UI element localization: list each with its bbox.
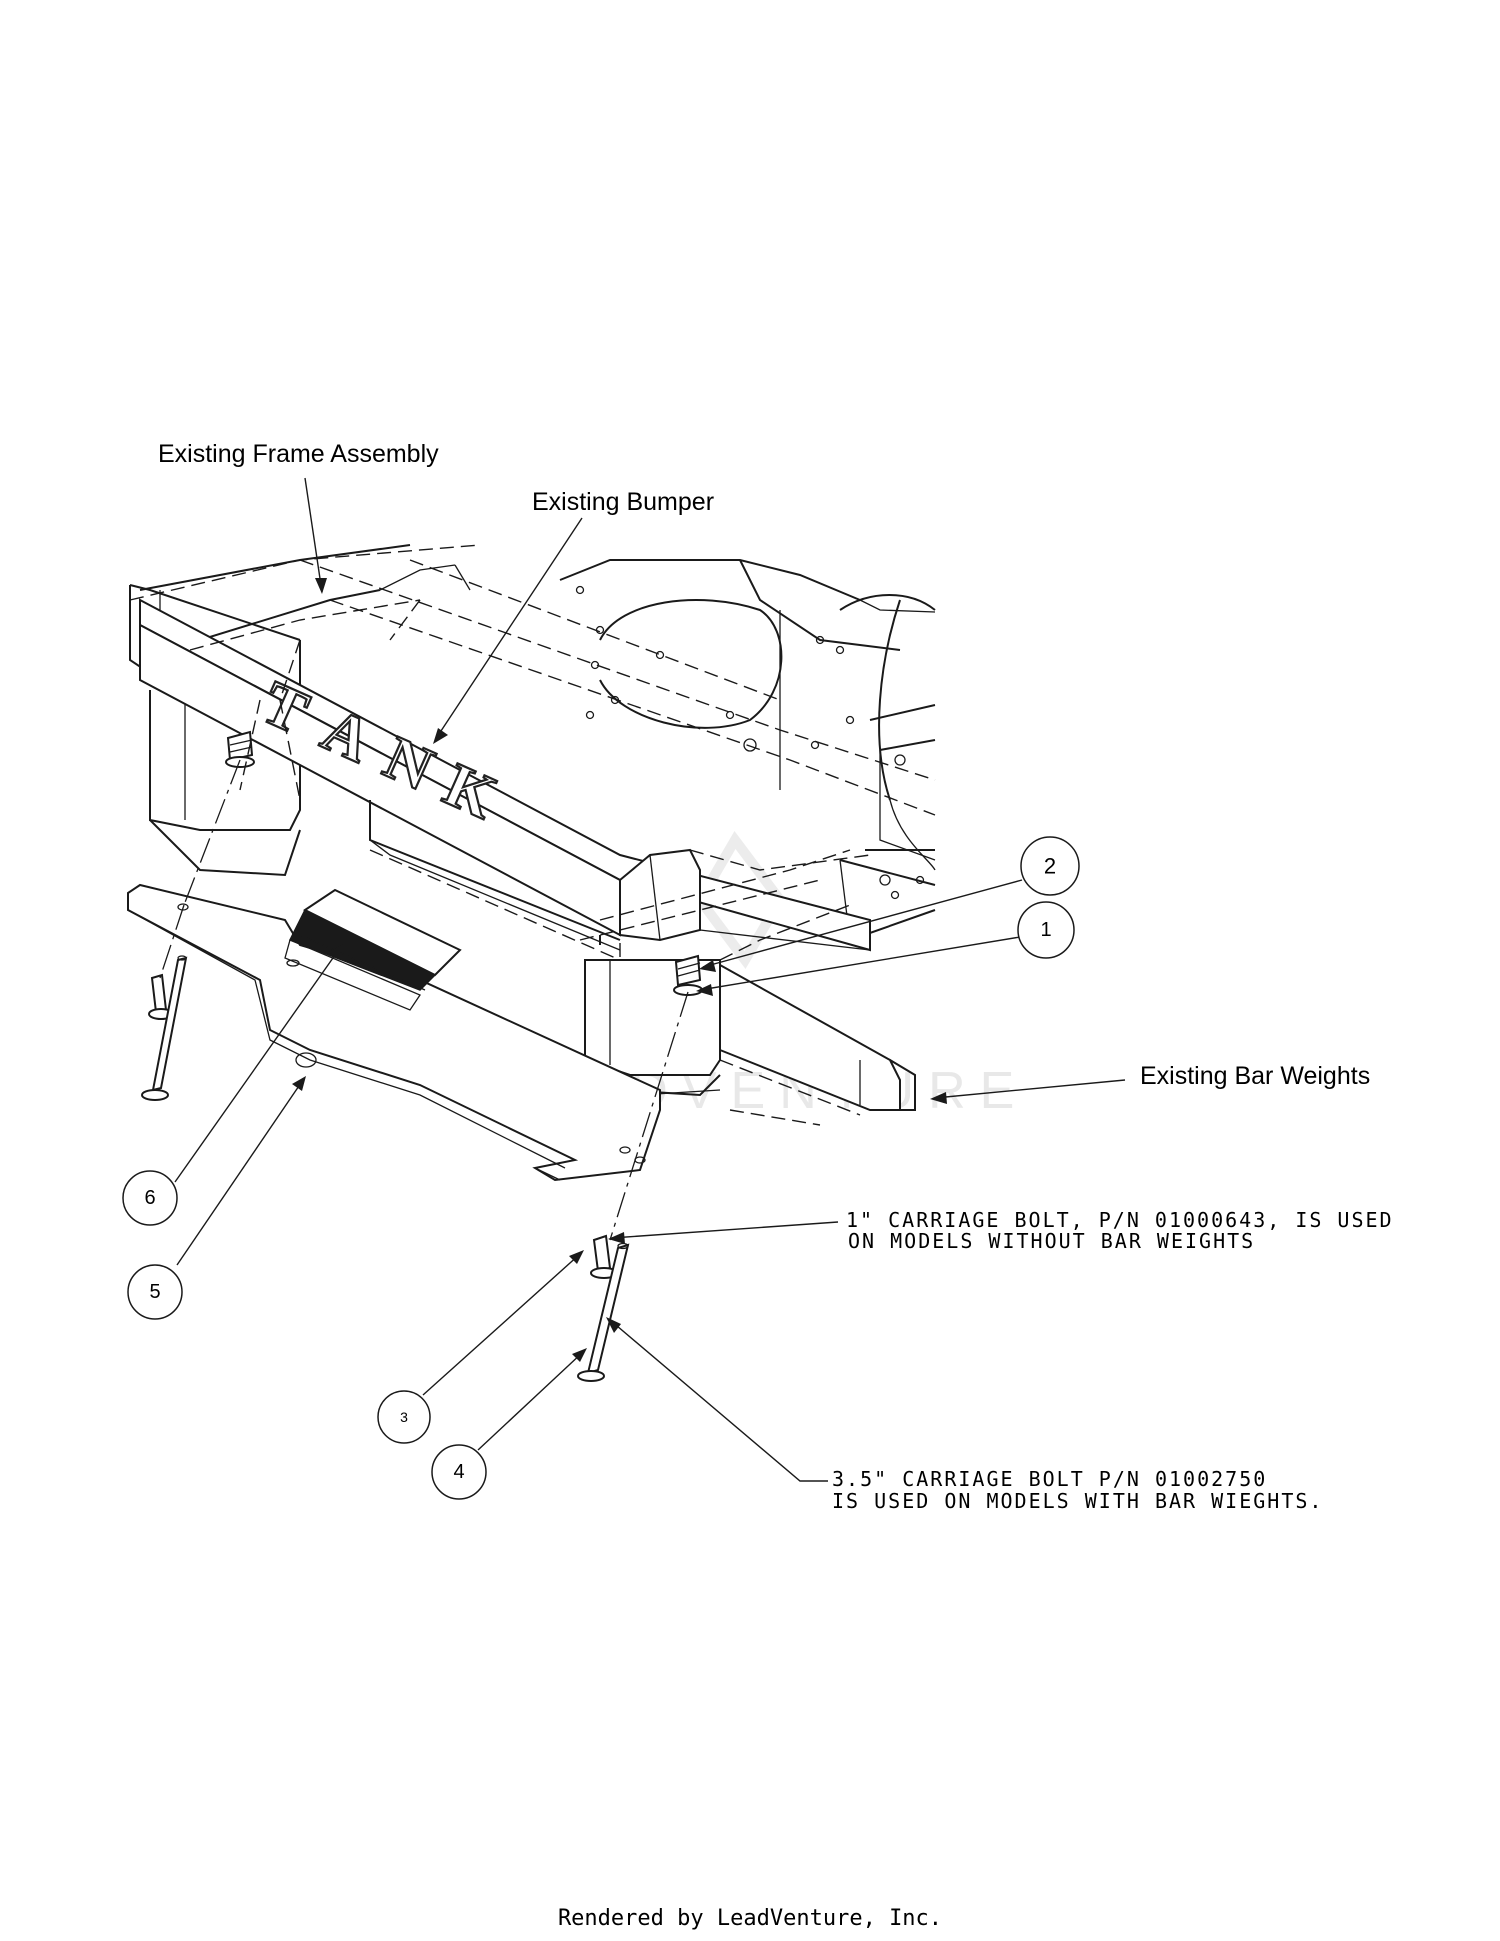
balloon-2: 2 (1020, 836, 1080, 896)
balloon-4: 4 (431, 1444, 487, 1500)
installation-centerlines (159, 759, 689, 1241)
note-three-half-bolt-line1: 3.5" CARRIAGE BOLT P/N 01002750 (832, 1467, 1267, 1491)
loose-carriage-bolts-left (141, 955, 188, 1101)
svg-text:3: 3 (400, 1409, 408, 1425)
label-existing-bumper: Existing Bumper (532, 488, 714, 516)
svg-text:6: 6 (144, 1187, 155, 1209)
label-existing-bar-weights: Existing Bar Weights (1140, 1062, 1370, 1090)
existing-bumper: T A N K (139, 598, 871, 952)
flange-nut-right (673, 954, 703, 996)
balloon-3: 3 (377, 1390, 431, 1444)
balloon-5: 5 (127, 1264, 183, 1320)
carriage-bolts (577, 1234, 630, 1382)
warning-decal (284, 888, 462, 1011)
note-one-inch-bolt-line1: 1" CARRIAGE BOLT, P/N 01000643, IS USED (846, 1208, 1394, 1232)
callout-leaders (174, 477, 1126, 1482)
svg-text:2: 2 (1044, 854, 1056, 879)
callout-labels: Existing Frame Assembly Existing Bumper … (158, 440, 1370, 1090)
existing-bar-weights (719, 963, 916, 1126)
svg-text:5: 5 (149, 1281, 160, 1303)
footer-credit: Rendered by LeadVenture, Inc. (558, 1906, 942, 1931)
svg-text:1: 1 (1040, 919, 1051, 941)
note-one-inch-bolt-line2: ON MODELS WITHOUT BAR WEIGHTS (848, 1229, 1255, 1253)
assembly-dashed-lines (129, 544, 936, 961)
balloon-6: 6 (122, 1170, 178, 1226)
balloon-1: 1 (1017, 901, 1075, 959)
note-three-half-bolt-line2: IS USED ON MODELS WITH BAR WIEGHTS. (832, 1489, 1323, 1513)
label-existing-frame-assembly: Existing Frame Assembly (158, 440, 439, 468)
item-balloons: 2 1 6 5 3 4 (122, 836, 1080, 1500)
svg-text:4: 4 (453, 1461, 464, 1483)
flange-nut-left (225, 730, 255, 768)
bolt-notes: 1" CARRIAGE BOLT, P/N 01000643, IS USED … (832, 1208, 1394, 1513)
